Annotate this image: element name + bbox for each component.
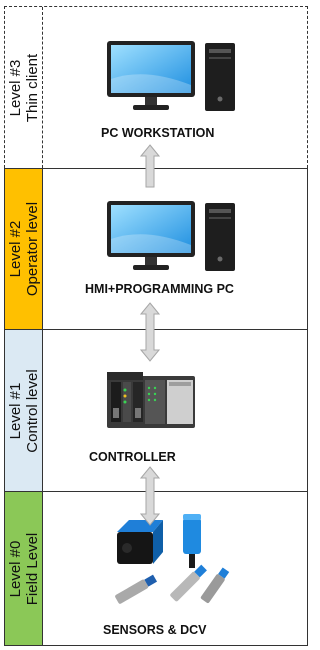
sensors-valves-icon — [115, 514, 230, 604]
pc-workstation-caption: PC WORKSTATION — [101, 126, 215, 140]
level-1-label-band: Level #1 Control level — [5, 330, 43, 491]
level-0-label: Level #0 Field Level — [7, 532, 41, 605]
levels-diagram: Level #3 Thin client PC WORKSTATION — [4, 6, 308, 646]
sensors-dcv-caption: SENSORS & DCV — [103, 623, 207, 637]
plc-controller-icon — [107, 372, 195, 428]
arrow-up-icon — [140, 144, 160, 188]
controller-caption: CONTROLLER — [89, 450, 176, 464]
level-2-label: Level #2 Operator level — [7, 202, 41, 296]
level-3-box: Level #3 Thin client PC WORKSTATION — [4, 6, 308, 168]
double-arrow-icon — [140, 302, 160, 362]
level-3-label-band: Level #3 Thin client — [5, 7, 43, 168]
level-2-box: Level #2 Operator level HMI+PROGRAMMING … — [4, 168, 308, 330]
level-2-label-band: Level #2 Operator level — [5, 169, 43, 329]
level-1-box: Level #1 Control level CONTROLLER — [4, 330, 308, 492]
level-2-name: Operator level — [23, 201, 41, 297]
level-0-name: Field Level — [23, 532, 41, 605]
level-0-label-band: Level #0 Field Level — [5, 492, 43, 645]
double-arrow-icon — [140, 466, 160, 526]
level-1-number: Level #1 — [6, 382, 24, 439]
desktop-pc-icon — [107, 41, 235, 111]
level-3-label: Level #3 Thin client — [7, 53, 41, 121]
desktop-pc-icon — [107, 201, 235, 271]
level-0-number: Level #0 — [6, 540, 24, 597]
level-3-name: Thin client — [23, 53, 41, 122]
level-1-name: Control level — [23, 368, 41, 453]
level-1-label: Level #1 Control level — [7, 369, 41, 452]
level-2-number: Level #2 — [6, 220, 24, 278]
level-3-number: Level #3 — [6, 59, 24, 116]
hmi-programming-pc-caption: HMI+PROGRAMMING PC — [85, 282, 234, 296]
level-0-box: Level #0 Field Level — [4, 492, 308, 646]
